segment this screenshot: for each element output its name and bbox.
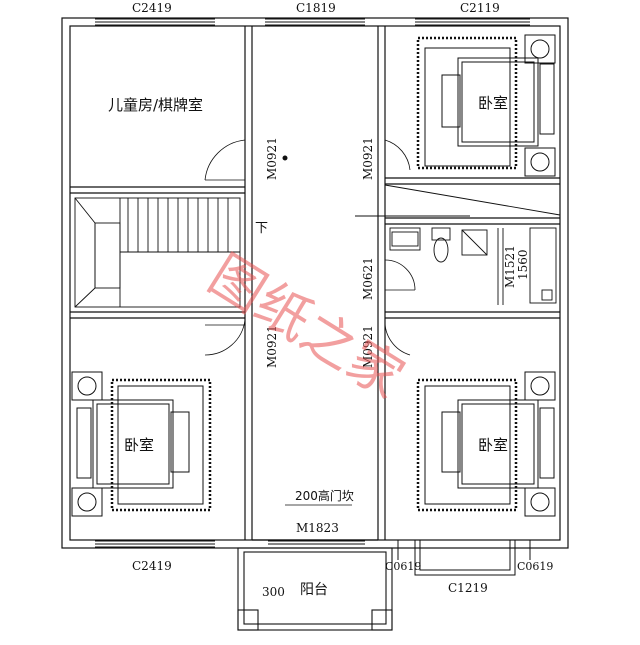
door-label-kids: M0921 bbox=[265, 137, 279, 180]
dimension-balcony: 300 bbox=[262, 585, 285, 599]
room-label-bedroom-top-right: 卧室 bbox=[478, 94, 508, 112]
window-label-bottom-right-c: C0619 bbox=[517, 560, 553, 573]
stair-down-label: 下 bbox=[255, 221, 268, 236]
door-label-bottom-left: M0921 bbox=[265, 325, 279, 368]
room-label-balcony: 阳台 bbox=[300, 582, 328, 598]
room-label-kids: 儿童房/棋牌室 bbox=[108, 96, 203, 114]
stair-arrow bbox=[244, 155, 470, 310]
door-label-bottom-right: M0921 bbox=[361, 325, 375, 368]
balcony bbox=[237, 547, 393, 631]
window-label-top-right: C2119 bbox=[460, 1, 500, 15]
window-label-top-mid: C1819 bbox=[296, 1, 336, 15]
bed-top-right bbox=[416, 34, 556, 177]
bed-bottom-left bbox=[71, 371, 212, 517]
door-label-bath-sliding: M1521 bbox=[503, 245, 517, 288]
door-label-balcony: M1823 bbox=[296, 521, 339, 535]
door-swings bbox=[204, 139, 416, 356]
watermark-text: 图纸之家 bbox=[198, 243, 415, 411]
bathroom-fixtures bbox=[384, 184, 561, 305]
window-label-top-left: C2419 bbox=[132, 1, 172, 15]
dimension-bath: 1560 bbox=[516, 249, 530, 280]
door-label-bath: M0621 bbox=[361, 257, 375, 300]
bed-bottom-right bbox=[416, 371, 556, 517]
room-label-bedroom-bottom-left: 卧室 bbox=[124, 436, 154, 454]
window-label-bottom-right-b: C1219 bbox=[448, 581, 488, 595]
window-label-bottom-right-a: C0619 bbox=[385, 560, 421, 573]
window-marks bbox=[95, 18, 530, 548]
door-label-top-right: M0921 bbox=[361, 137, 375, 180]
bay-window bbox=[397, 540, 531, 576]
staircase bbox=[74, 197, 241, 308]
threshold-note: 200高门坎 bbox=[295, 488, 354, 503]
window-label-bottom-left: C2419 bbox=[132, 559, 172, 573]
room-label-bedroom-bottom-right: 卧室 bbox=[478, 436, 508, 454]
